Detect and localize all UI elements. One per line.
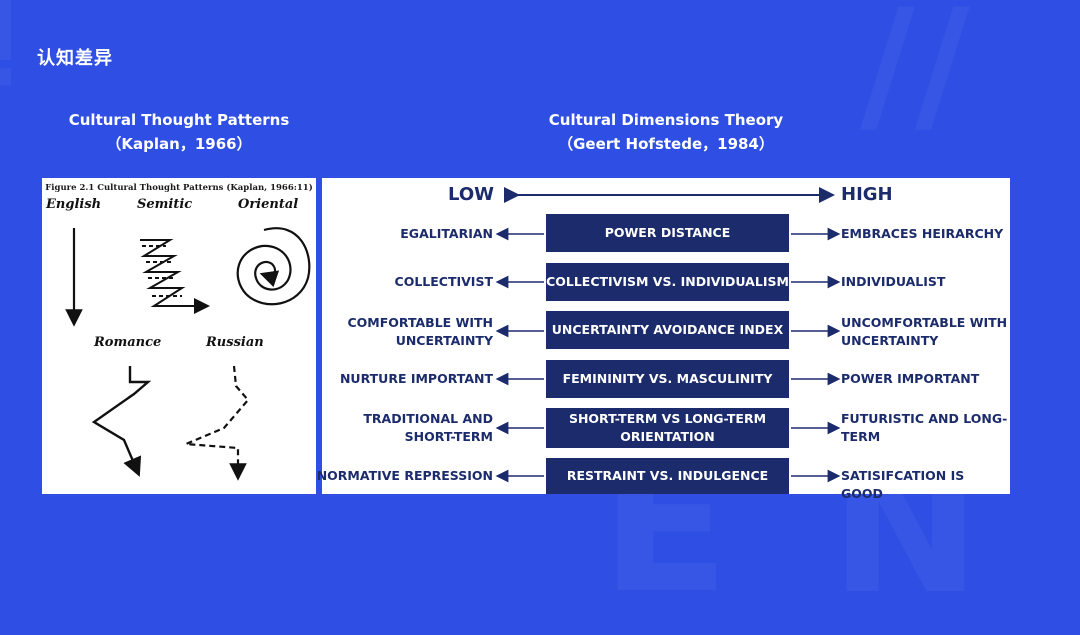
dimension-box: FEMININITY VS. MASCULINITY bbox=[546, 360, 789, 398]
kaplan-figure: Figure 2.1 Cultural Thought Patterns (Ka… bbox=[42, 178, 316, 494]
low-label: LOW bbox=[448, 184, 494, 205]
kaplan-caption-citation: （Kaplan，1966） bbox=[106, 135, 252, 153]
dimension-high-label: UNCOMFORTABLE WITH UNCERTAINTY bbox=[841, 315, 1008, 348]
kaplan-caption: Cultural Thought Patterns （Kaplan，1966） bbox=[40, 108, 318, 156]
dimension-low-label: TRADITIONAL AND SHORT-TERM bbox=[363, 411, 493, 444]
dimension-box: POWER DISTANCE bbox=[546, 214, 789, 252]
dimension-box: RESTRAINT VS. INDULGENCE bbox=[546, 458, 789, 494]
dimension-high-label: EMBRACES HEIRARCHY bbox=[841, 226, 1004, 241]
high-label: HIGH bbox=[841, 184, 893, 205]
russian-pattern bbox=[185, 365, 250, 481]
row-arrows bbox=[495, 227, 841, 483]
kaplan-caption-title: Cultural Thought Patterns bbox=[68, 111, 290, 129]
label-oriental: Oriental bbox=[238, 197, 299, 212]
page-title: 认知差异 bbox=[37, 48, 113, 69]
dimension-high-label: POWER IMPORTANT bbox=[841, 371, 980, 386]
dimension-box: COLLECTIVISM VS. INDIVIDUALISM bbox=[546, 263, 789, 301]
semitic-pattern bbox=[140, 239, 210, 314]
dimension-low-label: COLLECTIVIST bbox=[394, 274, 493, 289]
dimension-low-label: EGALITARIAN bbox=[400, 226, 493, 241]
label-semitic: Semitic bbox=[137, 197, 193, 212]
hofstede-arrows bbox=[495, 187, 841, 483]
hofstede-caption: Cultural Dimensions Theory （Geert Hofste… bbox=[322, 108, 1010, 156]
dimension-high-label: FUTURISTIC AND LONG-TERM bbox=[841, 411, 1008, 444]
label-romance: Romance bbox=[94, 335, 162, 350]
dimension-box: SHORT-TERM VS LONG-TERM ORIENTATION bbox=[546, 408, 789, 448]
hofstede-caption-citation: （Geert Hofstede，1984） bbox=[558, 135, 774, 153]
dimension-low-label: NORMATIVE REPRESSION bbox=[316, 468, 493, 483]
romance-pattern bbox=[91, 366, 152, 477]
hofstede-figure: LOW HIGH EGALITARIAN POWER DISTANCE EMBR… bbox=[317, 178, 1010, 501]
dimension-low-label: NURTURE IMPORTANT bbox=[339, 371, 493, 386]
oriental-pattern bbox=[236, 227, 311, 306]
label-english: English bbox=[46, 197, 102, 212]
dimension-low-label: COMFORTABLE WITH UNCERTAINTY bbox=[347, 315, 493, 348]
label-russian: Russian bbox=[206, 335, 264, 350]
dimension-high-label: INDIVIDUALIST bbox=[841, 274, 946, 289]
kaplan-figure-title: Figure 2.1 Cultural Thought Patterns (Ka… bbox=[45, 183, 313, 193]
hofstede-caption-title: Cultural Dimensions Theory bbox=[548, 111, 784, 129]
dimension-box: UNCERTAINTY AVOIDANCE INDEX bbox=[546, 311, 789, 349]
kaplan-diagrams bbox=[65, 227, 311, 481]
dimension-high-label: SATISIFCATION IS GOOD bbox=[841, 468, 965, 501]
